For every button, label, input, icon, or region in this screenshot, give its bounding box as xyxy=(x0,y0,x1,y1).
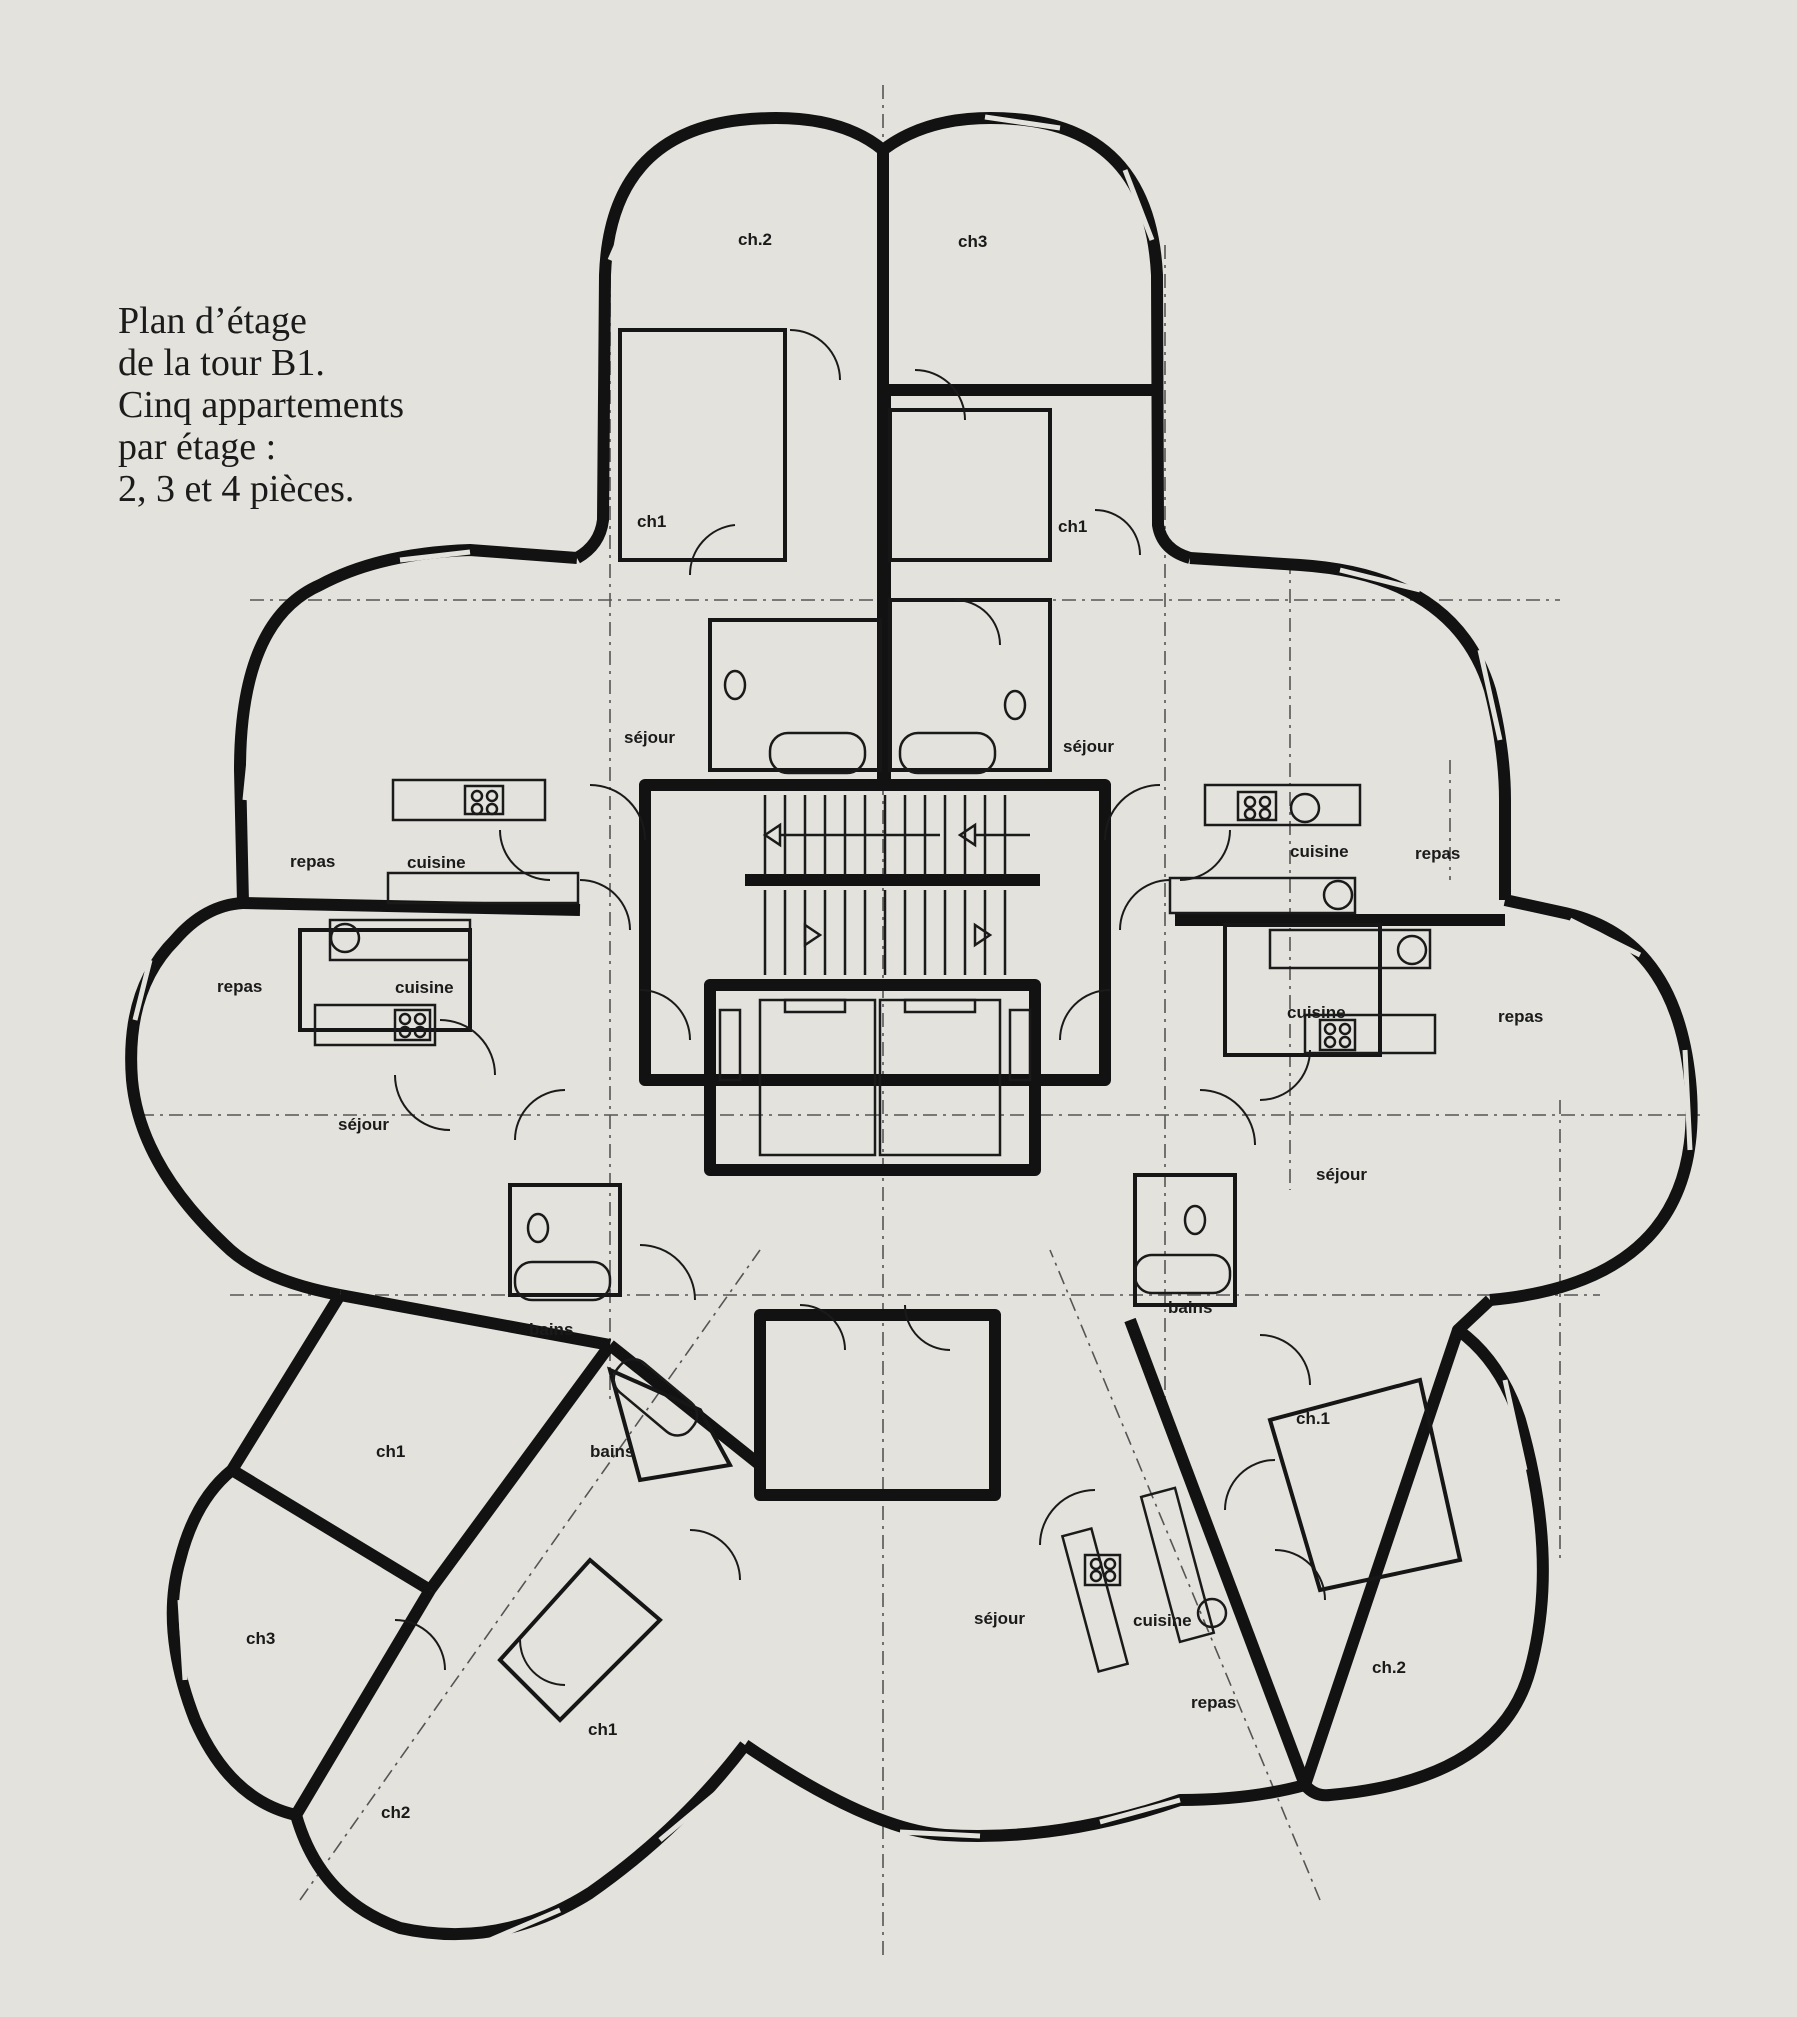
room-label-n-ch2: ch.2 xyxy=(738,230,772,249)
room-label-wl-sejour: séjour xyxy=(338,1115,389,1134)
counter-nw-lower xyxy=(386,871,580,905)
room-label-wl-cuisine: cuisine xyxy=(395,978,454,997)
room-label-s-cuisine: cuisine xyxy=(1133,1611,1192,1630)
southeast-lobe-wall xyxy=(1300,1295,1549,1802)
room-label-ul-sejour: séjour xyxy=(624,728,675,747)
counter-ne-upper xyxy=(1203,783,1362,827)
room-label-se-ch1: ch.1 xyxy=(1296,1409,1330,1428)
room-label-el-cuisine: cuisine xyxy=(1287,1003,1346,1022)
counter-w-lower xyxy=(313,1003,437,1047)
room-label-n-ch1-left: ch1 xyxy=(637,512,666,531)
room-label-ur-cuisine: cuisine xyxy=(1290,842,1349,861)
counter-s xyxy=(1060,1526,1130,1674)
bathtub-sw xyxy=(612,1357,699,1437)
room-label-sw-ch3: ch3 xyxy=(246,1629,275,1648)
stair-treads xyxy=(762,795,1030,975)
lift-cabins xyxy=(718,998,1032,1157)
counter-e-lower xyxy=(1303,1013,1437,1055)
room-label-sw-bains-1: bains xyxy=(529,1320,573,1339)
room-label-s-repas: repas xyxy=(1191,1693,1236,1712)
room-label-sw-ch1: ch1 xyxy=(376,1442,405,1461)
bathtub-n-right xyxy=(898,731,997,775)
plan-caption: Plan d’étage de la tour B1. Cinq apparte… xyxy=(118,300,404,510)
interior-walls xyxy=(228,150,1505,1819)
fixtures xyxy=(313,669,1437,1674)
northwest-lobe-wall xyxy=(234,544,578,904)
caption-line-3: Cinq appartements xyxy=(118,384,404,426)
west-lobe-wall xyxy=(125,897,342,1301)
room-label-ur-repas: repas xyxy=(1415,844,1460,863)
south-lobe-wall xyxy=(741,1740,1307,1842)
caption-line-2: de la tour B1. xyxy=(118,342,325,384)
room-label-el-repas: repas xyxy=(1498,1007,1543,1026)
room-label-sw-ch2: ch2 xyxy=(381,1803,410,1822)
room-label-ul-repas: repas xyxy=(290,852,335,871)
room-label-el-sejour: séjour xyxy=(1316,1165,1367,1184)
southwest-lobe-wall xyxy=(166,1291,750,1941)
partitions xyxy=(298,328,1463,1723)
room-label-ul-cuisine: cuisine xyxy=(407,853,466,872)
south-shaft-wall xyxy=(754,1309,1001,1501)
bathtub-e xyxy=(1133,1253,1232,1295)
room-label-se-ch2: ch.2 xyxy=(1372,1658,1406,1677)
room-label-sw-bains-2: bains xyxy=(590,1442,634,1461)
caption-line-5: 2, 3 et 4 pièces. xyxy=(118,468,355,510)
door-swings xyxy=(394,329,1326,1686)
room-label-n-ch3: ch3 xyxy=(958,232,987,251)
central-core xyxy=(639,779,1111,1501)
caption-line-1: Plan d’étage xyxy=(118,300,307,342)
room-label-ur-sejour: séjour xyxy=(1063,737,1114,756)
room-labels: ch.2 ch3 ch1 ch1 séjour séjour repas cui… xyxy=(217,230,1543,1822)
room-label-se-bains: bains xyxy=(1168,1298,1212,1317)
room-label-s-sejour: séjour xyxy=(974,1609,1025,1628)
room-label-n-ch1-right: ch1 xyxy=(1058,517,1087,536)
counter-s-right xyxy=(1139,1486,1216,1644)
caption-line-4: par étage : xyxy=(118,426,277,468)
counter-e-upper xyxy=(1268,928,1432,970)
east-lobe-wall xyxy=(1489,894,1698,1306)
bathtub-w xyxy=(513,1260,612,1302)
counter-ne-lower xyxy=(1168,876,1357,915)
counter-nw-upper xyxy=(391,778,547,822)
room-label-sw-ch1b: ch1 xyxy=(588,1720,617,1739)
room-label-wl-repas: repas xyxy=(217,977,262,996)
bathtub-n-left xyxy=(768,731,867,775)
